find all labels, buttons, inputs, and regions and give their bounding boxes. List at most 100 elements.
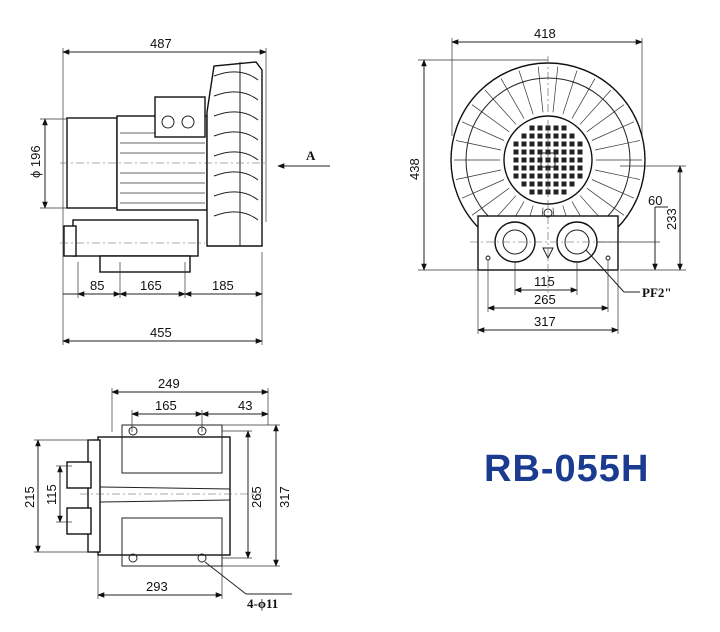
grille-slot bbox=[569, 165, 575, 171]
dim-bottom-depth: 293 bbox=[146, 579, 168, 594]
grille-slot bbox=[521, 165, 527, 171]
grille-slot bbox=[529, 189, 535, 195]
grille-slot bbox=[569, 141, 575, 147]
housing-fin bbox=[471, 104, 510, 133]
grille-slot bbox=[569, 133, 575, 139]
grille-slot bbox=[537, 189, 543, 195]
dim-port-spacing: 115 bbox=[534, 274, 555, 289]
grille-slot bbox=[521, 181, 527, 187]
grille-slot bbox=[553, 149, 559, 155]
dim-base-length: 455 bbox=[150, 325, 172, 340]
grille-slot bbox=[537, 141, 543, 147]
housing-fin bbox=[518, 70, 534, 115]
housing-fin bbox=[591, 121, 635, 141]
grille-slot bbox=[569, 181, 575, 187]
grille-slot bbox=[529, 141, 535, 147]
housing-fin bbox=[552, 66, 559, 113]
grille-slot bbox=[537, 149, 543, 155]
front-view: 418 438 60 233 bbox=[407, 26, 686, 334]
grille-slot bbox=[561, 125, 567, 131]
grille-slot bbox=[553, 141, 559, 147]
dim-port-offset: 60 bbox=[648, 193, 662, 208]
housing-fin bbox=[471, 187, 510, 216]
dim-flange-height: 215 bbox=[22, 486, 37, 508]
dim-overall-length: 487 bbox=[150, 36, 172, 51]
housing-fin bbox=[571, 78, 596, 119]
grille-slot bbox=[569, 149, 575, 155]
housing-ribs bbox=[213, 62, 259, 246]
grille-slot bbox=[537, 173, 543, 179]
grille-slot bbox=[513, 149, 519, 155]
grille-slot bbox=[553, 165, 559, 171]
grille-slot bbox=[521, 141, 527, 147]
grille-slot bbox=[521, 149, 527, 155]
housing-fin bbox=[579, 89, 612, 125]
housing-fin bbox=[456, 140, 502, 151]
grille-slot bbox=[537, 165, 543, 171]
grille-slot bbox=[537, 181, 543, 187]
dim-foot-spacing: 265 bbox=[534, 292, 556, 307]
dim-bottom-hole-spacing: 165 bbox=[155, 398, 177, 413]
dim-bottom-base-span: 317 bbox=[277, 486, 292, 508]
grille-slot bbox=[553, 133, 559, 139]
grille-slot bbox=[561, 165, 567, 171]
dim-port-height: 233 bbox=[664, 208, 679, 230]
grille-slot bbox=[521, 157, 527, 163]
view-label-a: A bbox=[306, 148, 316, 163]
model-name: RB-055H bbox=[484, 448, 650, 490]
grille-slot bbox=[553, 189, 559, 195]
grille-slot bbox=[553, 181, 559, 187]
dim-front-height: 438 bbox=[407, 158, 422, 180]
dim-foot-left: 85 bbox=[90, 278, 104, 293]
housing-fin bbox=[456, 169, 502, 180]
grille-slot bbox=[553, 173, 559, 179]
grille-slot bbox=[529, 157, 535, 163]
grille-slot bbox=[561, 149, 567, 155]
dim-foot-right: 185 bbox=[212, 278, 234, 293]
side-view: 487 ϕ 196 bbox=[28, 36, 330, 345]
dim-bottom-port-spacing: 115 bbox=[44, 484, 59, 505]
grille-slot bbox=[577, 173, 583, 179]
housing-fin bbox=[500, 78, 525, 119]
housing-fin bbox=[562, 70, 578, 115]
grille-slot bbox=[521, 133, 527, 139]
grille-slot bbox=[537, 157, 543, 163]
port-thread-label: PF2" bbox=[642, 285, 672, 300]
grille-slot bbox=[561, 141, 567, 147]
housing-fin bbox=[484, 89, 517, 125]
grille-slot bbox=[513, 141, 519, 147]
housing-fin bbox=[586, 104, 625, 133]
grille-slot bbox=[561, 181, 567, 187]
grille-slot bbox=[553, 157, 559, 163]
grille-slot bbox=[569, 173, 575, 179]
grille-slot bbox=[529, 181, 535, 187]
grille-slot bbox=[513, 165, 519, 171]
dim-motor-diameter: ϕ 196 bbox=[28, 145, 43, 178]
grille-slot bbox=[577, 141, 583, 147]
dim-front-width: 418 bbox=[534, 26, 556, 41]
grille-slot bbox=[561, 133, 567, 139]
grille-slot bbox=[529, 165, 535, 171]
grille-slot bbox=[569, 157, 575, 163]
grille-slot bbox=[537, 125, 543, 131]
grille-slot bbox=[521, 173, 527, 179]
grille-slot bbox=[577, 149, 583, 155]
grille-slot bbox=[537, 133, 543, 139]
housing-fin bbox=[594, 169, 640, 180]
grille-slot bbox=[553, 125, 559, 131]
dim-bottom-hole-span: 265 bbox=[249, 486, 264, 508]
housing-fin bbox=[461, 121, 505, 141]
dim-bottom-overall: 249 bbox=[158, 376, 180, 391]
bottom-view: 249 165 43 215 115 265 bbox=[22, 376, 292, 611]
grille-slot bbox=[529, 125, 535, 131]
dim-foot-middle: 165 bbox=[140, 278, 162, 293]
grille-slot bbox=[529, 173, 535, 179]
grille-slot bbox=[529, 133, 535, 139]
grille-slot bbox=[513, 173, 519, 179]
housing-fin bbox=[591, 179, 635, 199]
grille-slot bbox=[561, 189, 567, 195]
housing-fin bbox=[461, 179, 505, 199]
grille-slot bbox=[529, 149, 535, 155]
mounting-holes-label: 4-ϕ11 bbox=[247, 596, 278, 611]
